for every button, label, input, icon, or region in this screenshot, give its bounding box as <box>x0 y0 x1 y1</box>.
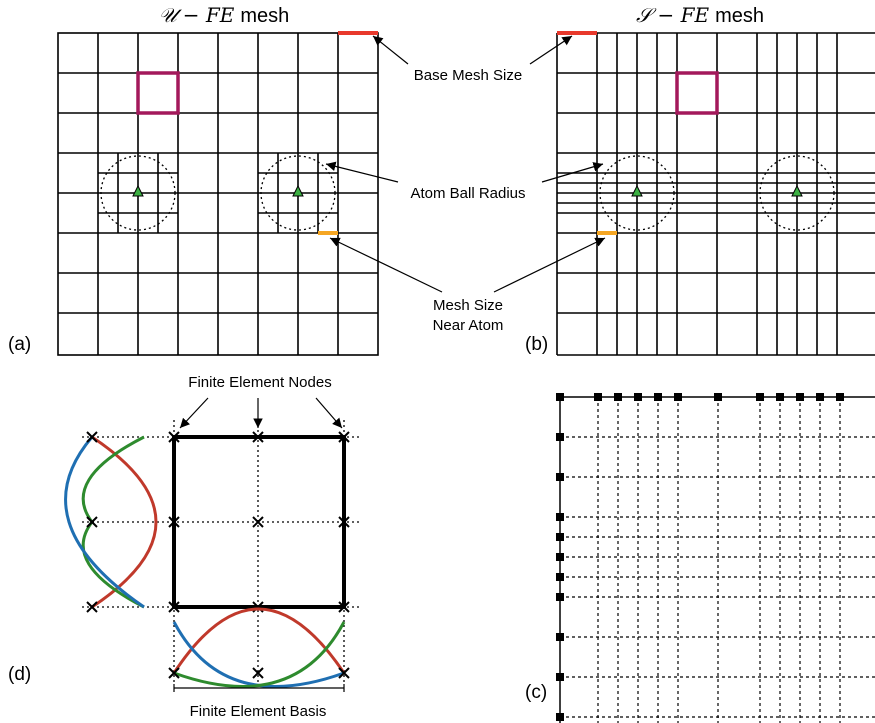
arrow <box>541 162 604 183</box>
node-icon <box>86 431 98 443</box>
boundary-node-icon <box>556 533 564 541</box>
boundary-node-icon <box>556 513 564 521</box>
atom-icon <box>292 184 304 197</box>
boundary-node-icon <box>556 433 564 441</box>
basis-functions-vertical <box>64 431 158 613</box>
panel-a-label: (a) <box>8 334 31 355</box>
basis-curve <box>64 436 145 609</box>
atom-ball-circle <box>759 155 835 231</box>
node-icon <box>168 516 180 528</box>
arrow <box>179 397 209 429</box>
node-icon <box>338 601 350 613</box>
boundary-nodes <box>556 393 844 721</box>
fe-basis-label: Finite Element Basis <box>190 703 327 720</box>
boundary-node-icon <box>654 393 662 401</box>
panel-c: (c) <box>525 393 875 723</box>
boundary-node-icon <box>634 393 642 401</box>
annotations: Base Mesh Size Atom Ball Radius Mesh Siz… <box>325 35 606 334</box>
boundary-node-icon <box>756 393 764 401</box>
uniform-mesh-grid <box>57 32 379 356</box>
basis-curve <box>172 621 345 688</box>
boundary-node-icon <box>556 713 564 721</box>
arrow <box>329 237 443 293</box>
boundary-node-icon <box>816 393 824 401</box>
basis-curve <box>172 607 346 674</box>
atom-ball-circle <box>260 155 336 231</box>
boundary-node-icon <box>714 393 722 401</box>
panel-b-label: (b) <box>525 334 548 355</box>
boundary-node-icon <box>556 573 564 581</box>
panel-c-label: (c) <box>525 682 547 703</box>
node-icon <box>252 431 264 443</box>
atom-ball-circle <box>100 155 176 231</box>
arrow <box>529 35 573 65</box>
boundary-node-icon <box>556 473 564 481</box>
boundary-node-icon <box>836 393 844 401</box>
boundary-node-icon <box>556 593 564 601</box>
boundary-node-icon <box>594 393 602 401</box>
atom-ball-radius-label: Atom Ball Radius <box>410 185 525 202</box>
arrow <box>315 397 343 429</box>
boundary-node-icon <box>556 553 564 561</box>
fe-nodes-label: Finite Element Nodes <box>188 374 331 391</box>
atom-icon <box>791 184 803 197</box>
refined-cells-atom-1 <box>98 153 178 233</box>
node-icon <box>338 667 350 679</box>
arrow <box>325 161 399 183</box>
node-icon <box>338 431 350 443</box>
node-icon <box>86 601 98 613</box>
node-icon <box>338 516 350 528</box>
near-atom-label: Near Atom <box>433 317 504 334</box>
basis-curve <box>81 521 145 609</box>
atom-ball-circle <box>599 155 675 231</box>
base-mesh-size-label: Base Mesh Size <box>414 67 522 84</box>
node-icon <box>168 667 180 679</box>
arrow <box>493 237 606 293</box>
refined-cells-atom-2 <box>258 153 338 233</box>
panel-d-label: (d) <box>8 664 31 685</box>
dotted-guides <box>82 420 362 685</box>
highlighted-element <box>675 71 719 115</box>
basis-curve <box>173 621 346 688</box>
basis-functions-horizontal <box>168 607 350 688</box>
boundary-node-icon <box>556 393 564 401</box>
mesh-size-label: Mesh Size <box>433 297 503 314</box>
node-icon <box>86 516 98 528</box>
node-icon <box>168 601 180 613</box>
boundary-node-icon <box>556 673 564 681</box>
dashed-grid <box>560 397 875 723</box>
basis-curve <box>91 435 158 609</box>
boundary-node-icon <box>674 393 682 401</box>
boundary-node-icon <box>556 633 564 641</box>
panel-d: Finite Element Nodes <box>8 374 362 720</box>
node-icon <box>252 667 264 679</box>
arrow <box>372 35 409 65</box>
node-icon <box>252 516 264 528</box>
basis-curve <box>81 435 145 523</box>
node-icon <box>168 431 180 443</box>
atom-icon <box>631 184 643 197</box>
boundary-node-icon <box>776 393 784 401</box>
highlighted-element <box>136 71 180 115</box>
boundary-node-icon <box>796 393 804 401</box>
structured-mesh-grid <box>556 32 875 356</box>
atom-icon <box>132 184 144 197</box>
boundary-node-icon <box>614 393 622 401</box>
